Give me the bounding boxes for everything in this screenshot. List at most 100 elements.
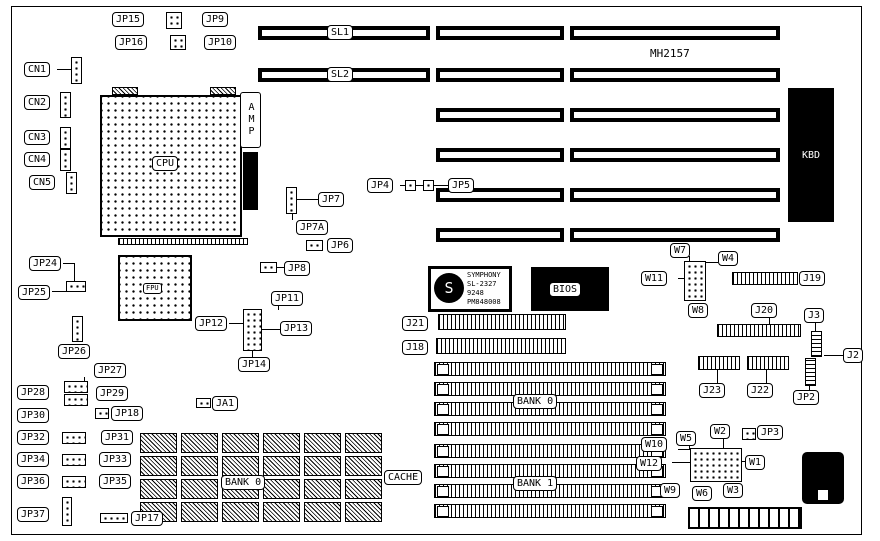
symphony-part-code: PM848008: [467, 298, 501, 306]
j18-header: [436, 338, 566, 354]
leader-line: [252, 351, 253, 358]
label-bank0: BANK 0: [513, 394, 558, 409]
label-j22: J22: [747, 383, 774, 398]
jp37-pin-header: [62, 497, 72, 526]
cache-chip: [345, 433, 382, 453]
symphony-model: SL-2327: [467, 280, 497, 288]
label-jp8: JP8: [284, 261, 311, 276]
symphony-logo-icon: S: [434, 273, 464, 303]
cache-chip: [304, 502, 341, 522]
label-jp9: JP9: [202, 12, 229, 27]
simm-socket: [434, 362, 666, 376]
label-j3: J3: [804, 308, 825, 323]
cache-chip: [181, 502, 218, 522]
label-jp12: JP12: [195, 316, 228, 331]
board-part-number: MH2157: [650, 47, 690, 60]
cache-chip: [140, 456, 177, 476]
leader-line: [742, 461, 746, 462]
symphony-date-code: 9248: [467, 289, 484, 297]
label-jp6: JP6: [327, 238, 354, 253]
cache-chip: [181, 479, 218, 499]
label-jp15: JP15: [112, 12, 145, 27]
leader-line: [400, 185, 405, 186]
cache-chip: [181, 456, 218, 476]
cn1-pin-header: [71, 57, 82, 84]
cache-chip: [140, 433, 177, 453]
label-jp7: JP7: [318, 192, 345, 207]
jp33-jp34-pin-header: [62, 454, 86, 466]
leader-line: [52, 291, 66, 292]
leader-line: [63, 263, 75, 264]
label-jp36: JP36: [17, 474, 50, 489]
label-jp27: JP27: [94, 363, 127, 378]
leader-line: [706, 262, 718, 263]
label-jp30: JP30: [17, 408, 50, 423]
leader-line: [689, 445, 690, 449]
cache-chip: [304, 433, 341, 453]
label-w6: W6: [692, 486, 713, 501]
jp24-jp25-pin-header: [66, 281, 86, 292]
cn2-pin-header: [60, 92, 71, 118]
label-j23: J23: [699, 383, 726, 398]
label-j2: J2: [843, 348, 864, 363]
jp29-jp30-pin-header: [64, 394, 88, 406]
slot-bar: [570, 108, 780, 122]
slot-bar: [436, 26, 564, 40]
leader-line: [262, 329, 281, 330]
slot-bar: [436, 148, 564, 162]
fpu-socket: [118, 255, 192, 321]
label-cn1: CN1: [24, 62, 51, 77]
label-jp24: JP24: [29, 256, 62, 271]
leader-line: [292, 213, 293, 220]
label-jp33: JP33: [99, 452, 132, 467]
slot-bar: [570, 68, 780, 82]
label-sl1: SL1: [327, 25, 354, 40]
label-amp: AMP: [240, 92, 261, 148]
slot-bar: [436, 228, 564, 242]
simm-socket: [434, 504, 666, 518]
leader-line: [672, 462, 690, 463]
label-jp2: JP2: [793, 390, 820, 405]
label-cache: CACHE: [384, 470, 423, 485]
jp6-pin-header: [306, 240, 323, 251]
label-w2: W2: [710, 424, 731, 439]
leader-line: [434, 185, 449, 186]
jp2-header: [805, 358, 816, 386]
cache-chip: [263, 456, 300, 476]
jp8-pin-header: [260, 262, 277, 273]
label-kbd: KBD: [801, 149, 821, 161]
label-w11: W11: [641, 271, 668, 286]
slot-bar: [570, 26, 780, 40]
label-jp10: JP10: [204, 35, 237, 50]
slot-bar: [570, 188, 780, 202]
leader-line: [766, 370, 767, 383]
jp3-pin-header: [742, 428, 756, 440]
jp7-pin-header: [286, 187, 297, 214]
keyboard-connector: KBD: [788, 88, 834, 222]
slot-bar: [436, 108, 564, 122]
cn4-pin-header: [60, 149, 71, 171]
label-cache-bank0: BANK 0: [221, 475, 266, 490]
label-jp7a: JP7A: [296, 220, 329, 235]
cn5-pin-header: [66, 172, 77, 194]
label-ja1: JA1: [212, 396, 239, 411]
cache-chip: [222, 433, 259, 453]
leader-line: [74, 263, 75, 282]
jp15-jp9-pin-header: [166, 12, 182, 29]
cache-chip: [345, 502, 382, 522]
label-w12: W12: [636, 456, 663, 471]
jp4-pin-header: [405, 180, 416, 191]
symphony-brand: SYMPHONY: [467, 271, 501, 279]
label-w5: W5: [676, 431, 697, 446]
slot-bar: [570, 228, 780, 242]
j3-header: [811, 331, 822, 357]
slot-bar: [436, 68, 564, 82]
j19-header: [732, 272, 798, 285]
jp31-jp32-pin-header: [62, 432, 86, 444]
label-j19: J19: [799, 271, 826, 286]
label-j21: J21: [402, 316, 429, 331]
label-bank1: BANK 1: [513, 476, 558, 491]
jp27-jp28-pin-header: [64, 381, 88, 393]
w-cluster-pin-header: [690, 448, 742, 482]
label-jp37: JP37: [17, 507, 50, 522]
